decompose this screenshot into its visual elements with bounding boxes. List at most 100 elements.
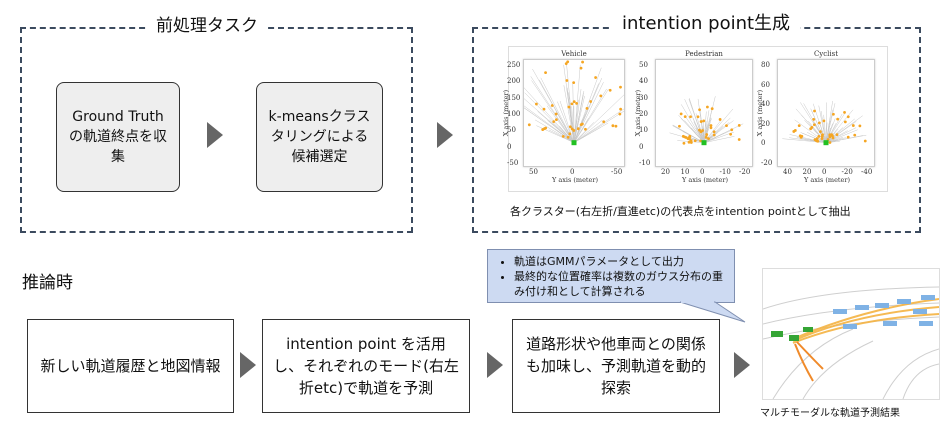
- intention-point: [576, 127, 580, 131]
- intention-point: [678, 124, 681, 128]
- intention-point: [863, 139, 867, 143]
- intention-point: [614, 124, 618, 128]
- x-axis-label: Y axis (meter): [804, 176, 851, 184]
- callout-item: 軌道はGMMパラメータとして出力: [514, 254, 726, 269]
- trajectory-line: [684, 120, 705, 143]
- intention-point: [618, 112, 622, 116]
- x-tick-label: 50: [529, 168, 538, 176]
- scatter-canvas: [669, 96, 744, 146]
- intention-point: [816, 139, 820, 143]
- intention-point: [570, 127, 574, 131]
- intention-point: [579, 66, 583, 70]
- trajectory-line: [534, 119, 575, 143]
- trajectory-line: [530, 76, 575, 143]
- trajectory-line: [573, 67, 602, 143]
- intention-point: [836, 117, 840, 121]
- x-tick-label: -10: [719, 168, 731, 176]
- intention-point: [554, 112, 558, 116]
- trajectory-line: [703, 136, 735, 143]
- trajectory-line: [573, 88, 607, 143]
- intention-point: [712, 130, 716, 134]
- intention-point: [718, 118, 722, 121]
- agent-marker: [823, 140, 829, 146]
- x-tick-label: -20: [739, 168, 751, 176]
- intention-point: [554, 118, 558, 122]
- x-tick-label: 10: [680, 168, 690, 176]
- intention-point: [797, 124, 801, 128]
- arrow-right-icon: [734, 352, 750, 378]
- result-caption: マルチモーダルな軌道予測結果: [760, 408, 900, 419]
- trajectory-line: [563, 85, 575, 143]
- intention-point: [709, 126, 713, 130]
- kmeans-box: k-meansクラスタリングによる候補選定: [256, 82, 383, 192]
- trajectory-line: [800, 132, 827, 143]
- intention-point: [828, 133, 832, 137]
- x-tick-label: -20: [841, 168, 853, 176]
- trajectory-line: [540, 77, 575, 143]
- trajectory-line: [789, 134, 827, 143]
- y-tick-label: 0: [639, 142, 644, 151]
- intention-caption: 各クラスター(右左折/直進etc)の代表点をintention pointとして…: [510, 205, 851, 218]
- cluster-plot-panel: Pedestrian: [655, 50, 753, 167]
- intention-point: [820, 137, 824, 141]
- intention-point: [567, 105, 571, 109]
- intention-point: [813, 109, 816, 113]
- arrow-right-icon: [240, 352, 256, 378]
- y-tick-label: 100: [507, 110, 521, 118]
- intention-point: [705, 133, 709, 136]
- intention-point: [828, 141, 832, 144]
- plot-title: Pedestrian: [685, 50, 723, 58]
- intention-point: [851, 124, 855, 127]
- intention-point: [693, 139, 697, 143]
- intention-point: [737, 138, 741, 141]
- intention-point: [832, 112, 835, 116]
- y-tick-label: 0: [761, 139, 766, 148]
- intention-point: [550, 104, 554, 107]
- intention-point: [542, 107, 546, 111]
- cluster-plot-panel: Vehicle: [523, 50, 625, 167]
- intention-point: [575, 102, 579, 105]
- y-tick-label: 80: [761, 61, 770, 69]
- intention-point: [568, 132, 572, 136]
- history-map-box: 新しい軌道履歴と地図情報: [27, 319, 234, 413]
- trajectory-line: [703, 132, 725, 143]
- y-tick-label: 250: [507, 61, 521, 69]
- intention-point: [584, 127, 587, 131]
- collect-endpoints-box: Ground Truthの軌道終点を収集: [56, 82, 180, 192]
- trajectory-line: [825, 120, 830, 143]
- y-tick-label: 200: [507, 77, 521, 86]
- trajectory-line: [573, 94, 624, 143]
- y-tick-label: -10: [639, 159, 651, 167]
- trajectory-line: [531, 80, 575, 143]
- callout-item: 最終的な位置確率は複数のガウス分布の重み付け和として計算される: [514, 269, 726, 299]
- intention-point: [699, 139, 702, 143]
- x-tick-label: 40: [783, 168, 792, 176]
- intention-point: [698, 128, 701, 132]
- intention-point: [813, 138, 817, 142]
- trajectory-line: [548, 129, 575, 143]
- intention-point: [729, 132, 733, 136]
- intention-point: [737, 123, 741, 127]
- trajectory-line: [573, 77, 603, 143]
- y-tick-label: 40: [639, 77, 648, 86]
- inference-title: 推論時: [22, 273, 73, 293]
- intention-point: [710, 107, 714, 111]
- preprocess-title: 前処理タスク: [146, 15, 268, 37]
- intention-point: [820, 135, 824, 138]
- intention-point: [793, 129, 797, 132]
- y-tick-label: 40: [761, 100, 770, 109]
- y-tick-label: 50: [507, 126, 516, 135]
- intention-point: [568, 125, 572, 129]
- intention-point: [835, 133, 839, 137]
- intention-point: [704, 135, 708, 139]
- intention-point: [846, 135, 850, 139]
- trajectory-line: [546, 105, 575, 143]
- y-tick-label: 20: [639, 110, 648, 118]
- intention-point: [572, 100, 576, 104]
- intention-point: [566, 60, 570, 64]
- intention-point: [817, 134, 821, 138]
- trajectory-line: [573, 110, 624, 143]
- dynamic-search-box: 道路形状や他車両との関係も加味し、予測軌道を動的探索: [512, 319, 720, 413]
- intention-point: [535, 102, 538, 106]
